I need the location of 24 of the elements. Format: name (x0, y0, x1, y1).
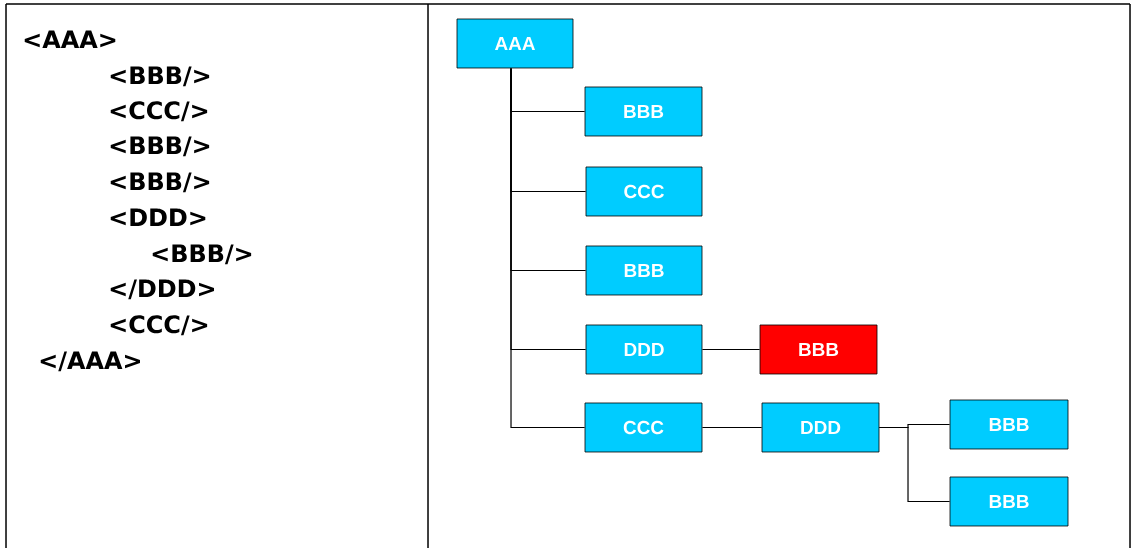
connector-line (701, 426, 763, 429)
code-line: <AAA> (24, 30, 116, 48)
tree-box: AAA (456, 18, 574, 69)
tree-box: BBB (585, 245, 703, 296)
tree-box: CCC (584, 402, 703, 453)
tree-box: BBB (759, 324, 878, 375)
connector-line (878, 426, 951, 503)
connector-line (701, 348, 761, 351)
code-line: </AAA> (40, 351, 140, 372)
code-line: <DDD> (110, 208, 206, 226)
connector-line (510, 67, 586, 429)
code-line: <BBB/> (110, 136, 210, 157)
tree-box: BBB (949, 476, 1069, 527)
tree-box: DDD (585, 324, 703, 375)
code-line: </DDD> (110, 279, 214, 300)
tree-box: DDD (761, 402, 880, 453)
tree-box: BBB (584, 86, 703, 137)
code-line: <CCC/> (110, 101, 208, 122)
code-line: <BBB/> (152, 244, 252, 265)
tree-box: BBB (949, 399, 1069, 450)
tree-box: CCC (585, 166, 703, 217)
code-line: <BBB/> (110, 172, 210, 193)
code-line: <CCC/> (110, 315, 208, 336)
code-line: <BBB/> (110, 66, 210, 87)
